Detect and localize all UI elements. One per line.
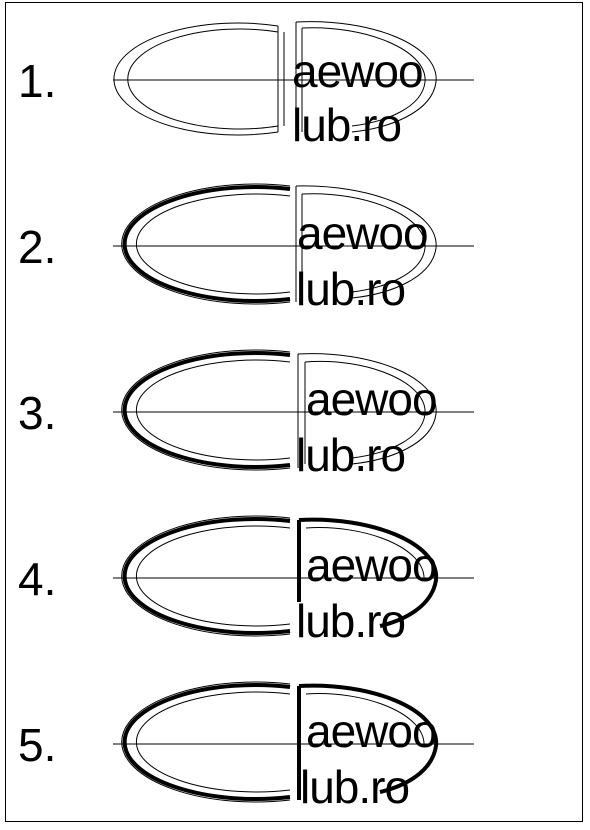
logo-text-line1: aewoo [306,705,438,757]
step-5: 5. aewoo lub.ro [0,664,590,830]
logo-construction-art [113,183,474,305]
logo-construction-art [113,515,474,637]
step-number: 5. [18,719,57,771]
step-number: 1. [18,55,57,107]
step-3: 3. aewoo lub.ro [0,332,590,498]
step-2: 2. aewoo lub.ro [0,166,590,332]
step-4: 4. aewoo lub.ro [0,498,590,664]
step-number: 4. [18,553,57,605]
logo-construction-art [113,681,474,803]
step-number: 3. [18,387,57,439]
logo-text-line1: aewoo [306,373,438,425]
step-number: 2. [18,221,57,273]
step-1: 1. aewoo lub.ro [0,0,590,166]
drawing-frame [5,2,583,822]
logo-text-line2: lub.ro [296,263,406,315]
logo-construction-art [113,349,474,471]
logo-text-line1: aewoo [297,207,429,259]
logo-text-line1: aewoo [306,539,438,591]
logo-text-line2: lub.ro [296,595,406,647]
logo-text-line2: lub.ro [292,99,402,151]
logo-text-line1: aewoo [292,45,424,97]
logo-construction-art [113,21,474,137]
logo-text-line2: lub.ro [300,761,410,813]
logo-text-line2: lub.ro [296,429,406,481]
